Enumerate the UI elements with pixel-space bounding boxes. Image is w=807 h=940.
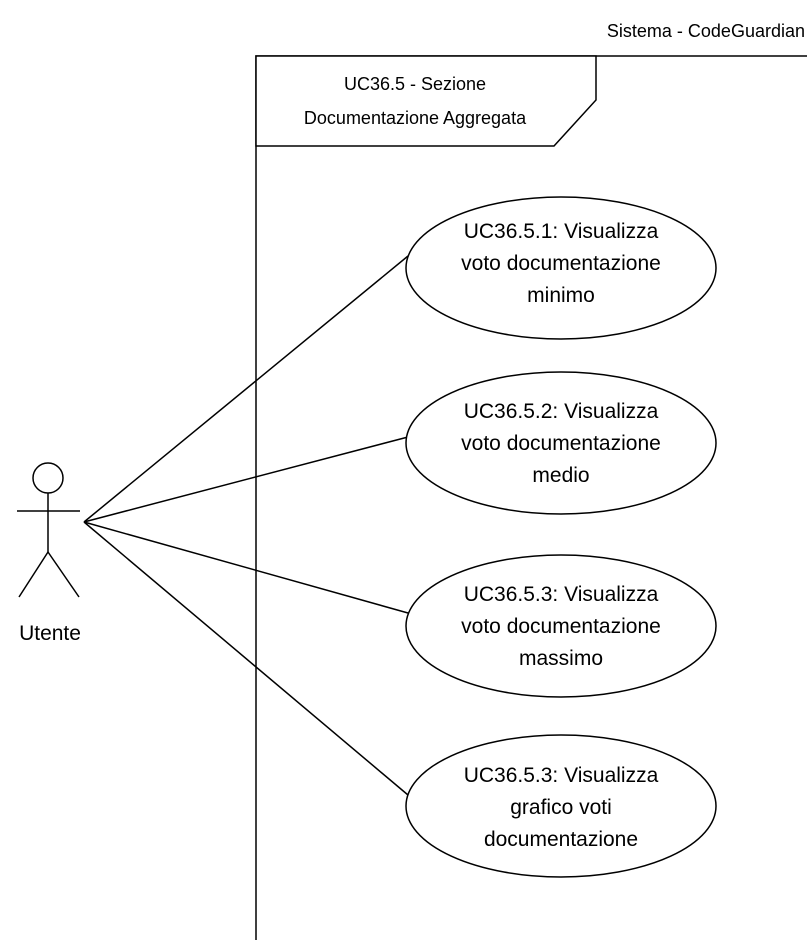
use-case-ellipse xyxy=(405,196,717,340)
use-case-1: UC36.5.1: Visualizza voto documentazione… xyxy=(405,196,717,340)
use-case-label-line: UC36.5.3: Visualizza xyxy=(464,764,659,787)
use-case-ellipse xyxy=(405,371,717,515)
use-case-label-line: minimo xyxy=(527,284,595,307)
association-line xyxy=(83,521,409,614)
use-case-label-line: UC36.5.2: Visualizza xyxy=(464,400,659,423)
use-case-label-line: voto documentazione xyxy=(461,252,661,275)
use-case-label-line: UC36.5.3: Visualizza xyxy=(464,583,659,606)
use-case-3: UC36.5.3: Visualizza voto documentazione… xyxy=(405,554,717,698)
use-case-ellipse xyxy=(405,554,717,698)
use-case-label-line: UC36.5.1: Visualizza xyxy=(464,220,659,243)
frame-label-line-1: UC36.5 - Sezione xyxy=(344,74,486,94)
use-case-label-line: grafico voti xyxy=(510,796,612,819)
use-case-2: UC36.5.2: Visualizza voto documentazione… xyxy=(405,371,717,515)
use-case-label-line: massimo xyxy=(519,647,603,670)
association-line xyxy=(83,521,409,796)
actor-head xyxy=(32,462,64,494)
use-case-4: UC36.5.3: Visualizza grafico voti docume… xyxy=(405,734,717,878)
use-case-label-line: documentazione xyxy=(484,828,638,851)
associations xyxy=(83,255,409,796)
use-case-label-line: voto documentazione xyxy=(461,432,661,455)
system-title: Sistema - CodeGuardian xyxy=(607,21,805,41)
association-line xyxy=(83,255,409,523)
frame-label-line-2: Documentazione Aggregata xyxy=(304,108,527,128)
association-line xyxy=(83,436,409,523)
actor-left-leg xyxy=(18,551,49,598)
actor-name: Utente xyxy=(19,622,81,645)
use-case-ellipse xyxy=(405,734,717,878)
use-case-label-line: medio xyxy=(532,464,589,487)
use-case-label-line: voto documentazione xyxy=(461,615,661,638)
actor-stick-figure xyxy=(17,462,80,598)
frame-label-box xyxy=(255,55,597,147)
actor-right-leg xyxy=(47,551,80,598)
